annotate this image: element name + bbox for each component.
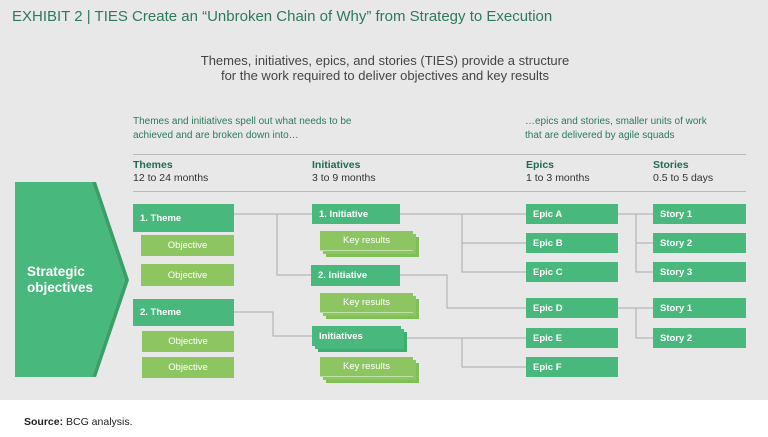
story: Story 2: [653, 233, 746, 253]
source-note: Source: BCG analysis.: [24, 416, 133, 428]
objective: Objective: [141, 264, 234, 286]
objective: Objective: [141, 235, 234, 256]
footer: [0, 400, 768, 437]
strategic-arrow: [15, 182, 125, 377]
initiatives-group: Initiatives: [312, 326, 401, 346]
theme-2: 2. Theme: [133, 299, 234, 326]
story: Story 3: [653, 262, 746, 282]
note-left: Themes and initiatives spell out what ne…: [133, 116, 352, 141]
divider: [133, 191, 746, 192]
story: Story 1: [653, 204, 746, 224]
key-results: Key results: [320, 231, 413, 251]
intro-text: Themes, initiatives, epics, and stories …: [200, 53, 570, 83]
note-right: …epics and stories, smaller units of wor…: [525, 116, 707, 141]
objective: Objective: [142, 357, 234, 378]
epic-d: Epic D: [526, 298, 618, 318]
theme-1: 1. Theme: [133, 204, 234, 232]
initiative-1: 1. Initiative: [312, 204, 400, 224]
initiative-2: 2. Initiative: [311, 265, 400, 286]
story: Story 1: [653, 298, 746, 318]
story: Story 2: [653, 328, 746, 348]
epic-b: Epic B: [526, 233, 618, 253]
exhibit-title: EXHIBIT 2 | TIES Create an “Unbroken Cha…: [12, 8, 553, 25]
objective: Objective: [142, 331, 234, 352]
epic-a: Epic A: [526, 204, 618, 224]
key-results: Key results: [320, 293, 413, 313]
key-results: Key results: [320, 357, 413, 377]
epic-e: Epic E: [526, 328, 618, 348]
divider: [133, 154, 746, 155]
epic-f: Epic F: [526, 357, 618, 377]
epic-c: Epic C: [526, 262, 618, 282]
